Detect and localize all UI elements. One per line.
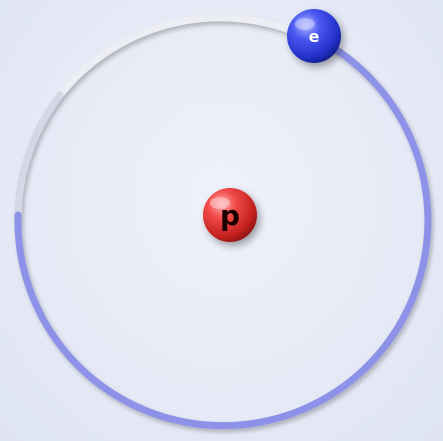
proton: p	[203, 188, 257, 242]
orbit-trail-segment	[18, 95, 60, 215]
electron: e	[287, 9, 341, 63]
proton-label: p	[220, 199, 240, 232]
orbit-faded-segment	[60, 18, 313, 95]
electron-label: e	[309, 27, 320, 46]
